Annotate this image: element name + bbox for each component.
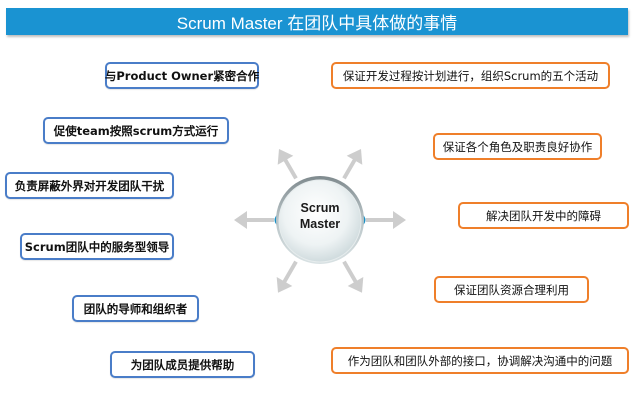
center-label-line2: Master	[299, 217, 341, 231]
left-item-product-owner: 与Product Owner紧密合作	[105, 62, 259, 89]
arrow-up-left-icon	[277, 149, 298, 180]
arrow-down-right-icon	[342, 260, 364, 293]
right-item-role-collab: 保证各个角色及职责良好协作	[433, 133, 602, 160]
center-label-line1: Scrum	[300, 201, 340, 215]
arrow-right-icon	[366, 211, 406, 229]
left-item-label: Scrum团队中的服务型领导	[24, 239, 170, 254]
left-item-team-scrum: 促使team按照scrum方式运行	[43, 117, 229, 144]
right-item-label: 作为团队和团队外部的接口，协调解决沟通中的问题	[347, 353, 613, 368]
right-item-label: 保证团队资源合理利用	[454, 282, 569, 297]
right-item-label: 保证各个角色及职责良好协作	[442, 139, 593, 154]
arrow-up-right-icon	[342, 149, 363, 180]
left-item-label: 团队的导师和组织者	[83, 301, 188, 316]
left-item-label: 促使team按照scrum方式运行	[53, 123, 219, 138]
arrow-left-icon	[234, 211, 274, 229]
arrow-down-left-icon	[276, 260, 298, 293]
right-item-label: 保证开发过程按计划进行，组织Scrum的五个活动	[342, 68, 599, 83]
right-item-resources: 保证团队资源合理利用	[434, 276, 589, 303]
left-item-label: 负责屏蔽外界对开发团队干扰	[14, 178, 165, 193]
diagram-title: Scrum Master 在团队中具体做的事情	[6, 8, 628, 35]
left-item-servant-leader: Scrum团队中的服务型领导	[20, 233, 174, 260]
left-item-mentor: 团队的导师和组织者	[72, 295, 199, 322]
left-item-help-members: 为团队成员提供帮助	[110, 351, 255, 378]
right-item-label: 解决团队开发中的障碍	[486, 208, 601, 223]
left-item-label: 与Product Owner紧密合作	[104, 68, 260, 83]
left-item-shield-team: 负责屏蔽外界对开发团队干扰	[5, 172, 174, 199]
right-item-interface: 作为团队和团队外部的接口，协调解决沟通中的问题	[331, 347, 629, 374]
center-circle	[278, 179, 362, 263]
center-label: Scrum Master	[275, 200, 365, 232]
right-item-remove-obstacles: 解决团队开发中的障碍	[458, 202, 629, 229]
right-item-process-plan: 保证开发过程按计划进行，组织Scrum的五个活动	[331, 62, 610, 89]
left-item-label: 为团队成员提供帮助	[130, 357, 235, 372]
